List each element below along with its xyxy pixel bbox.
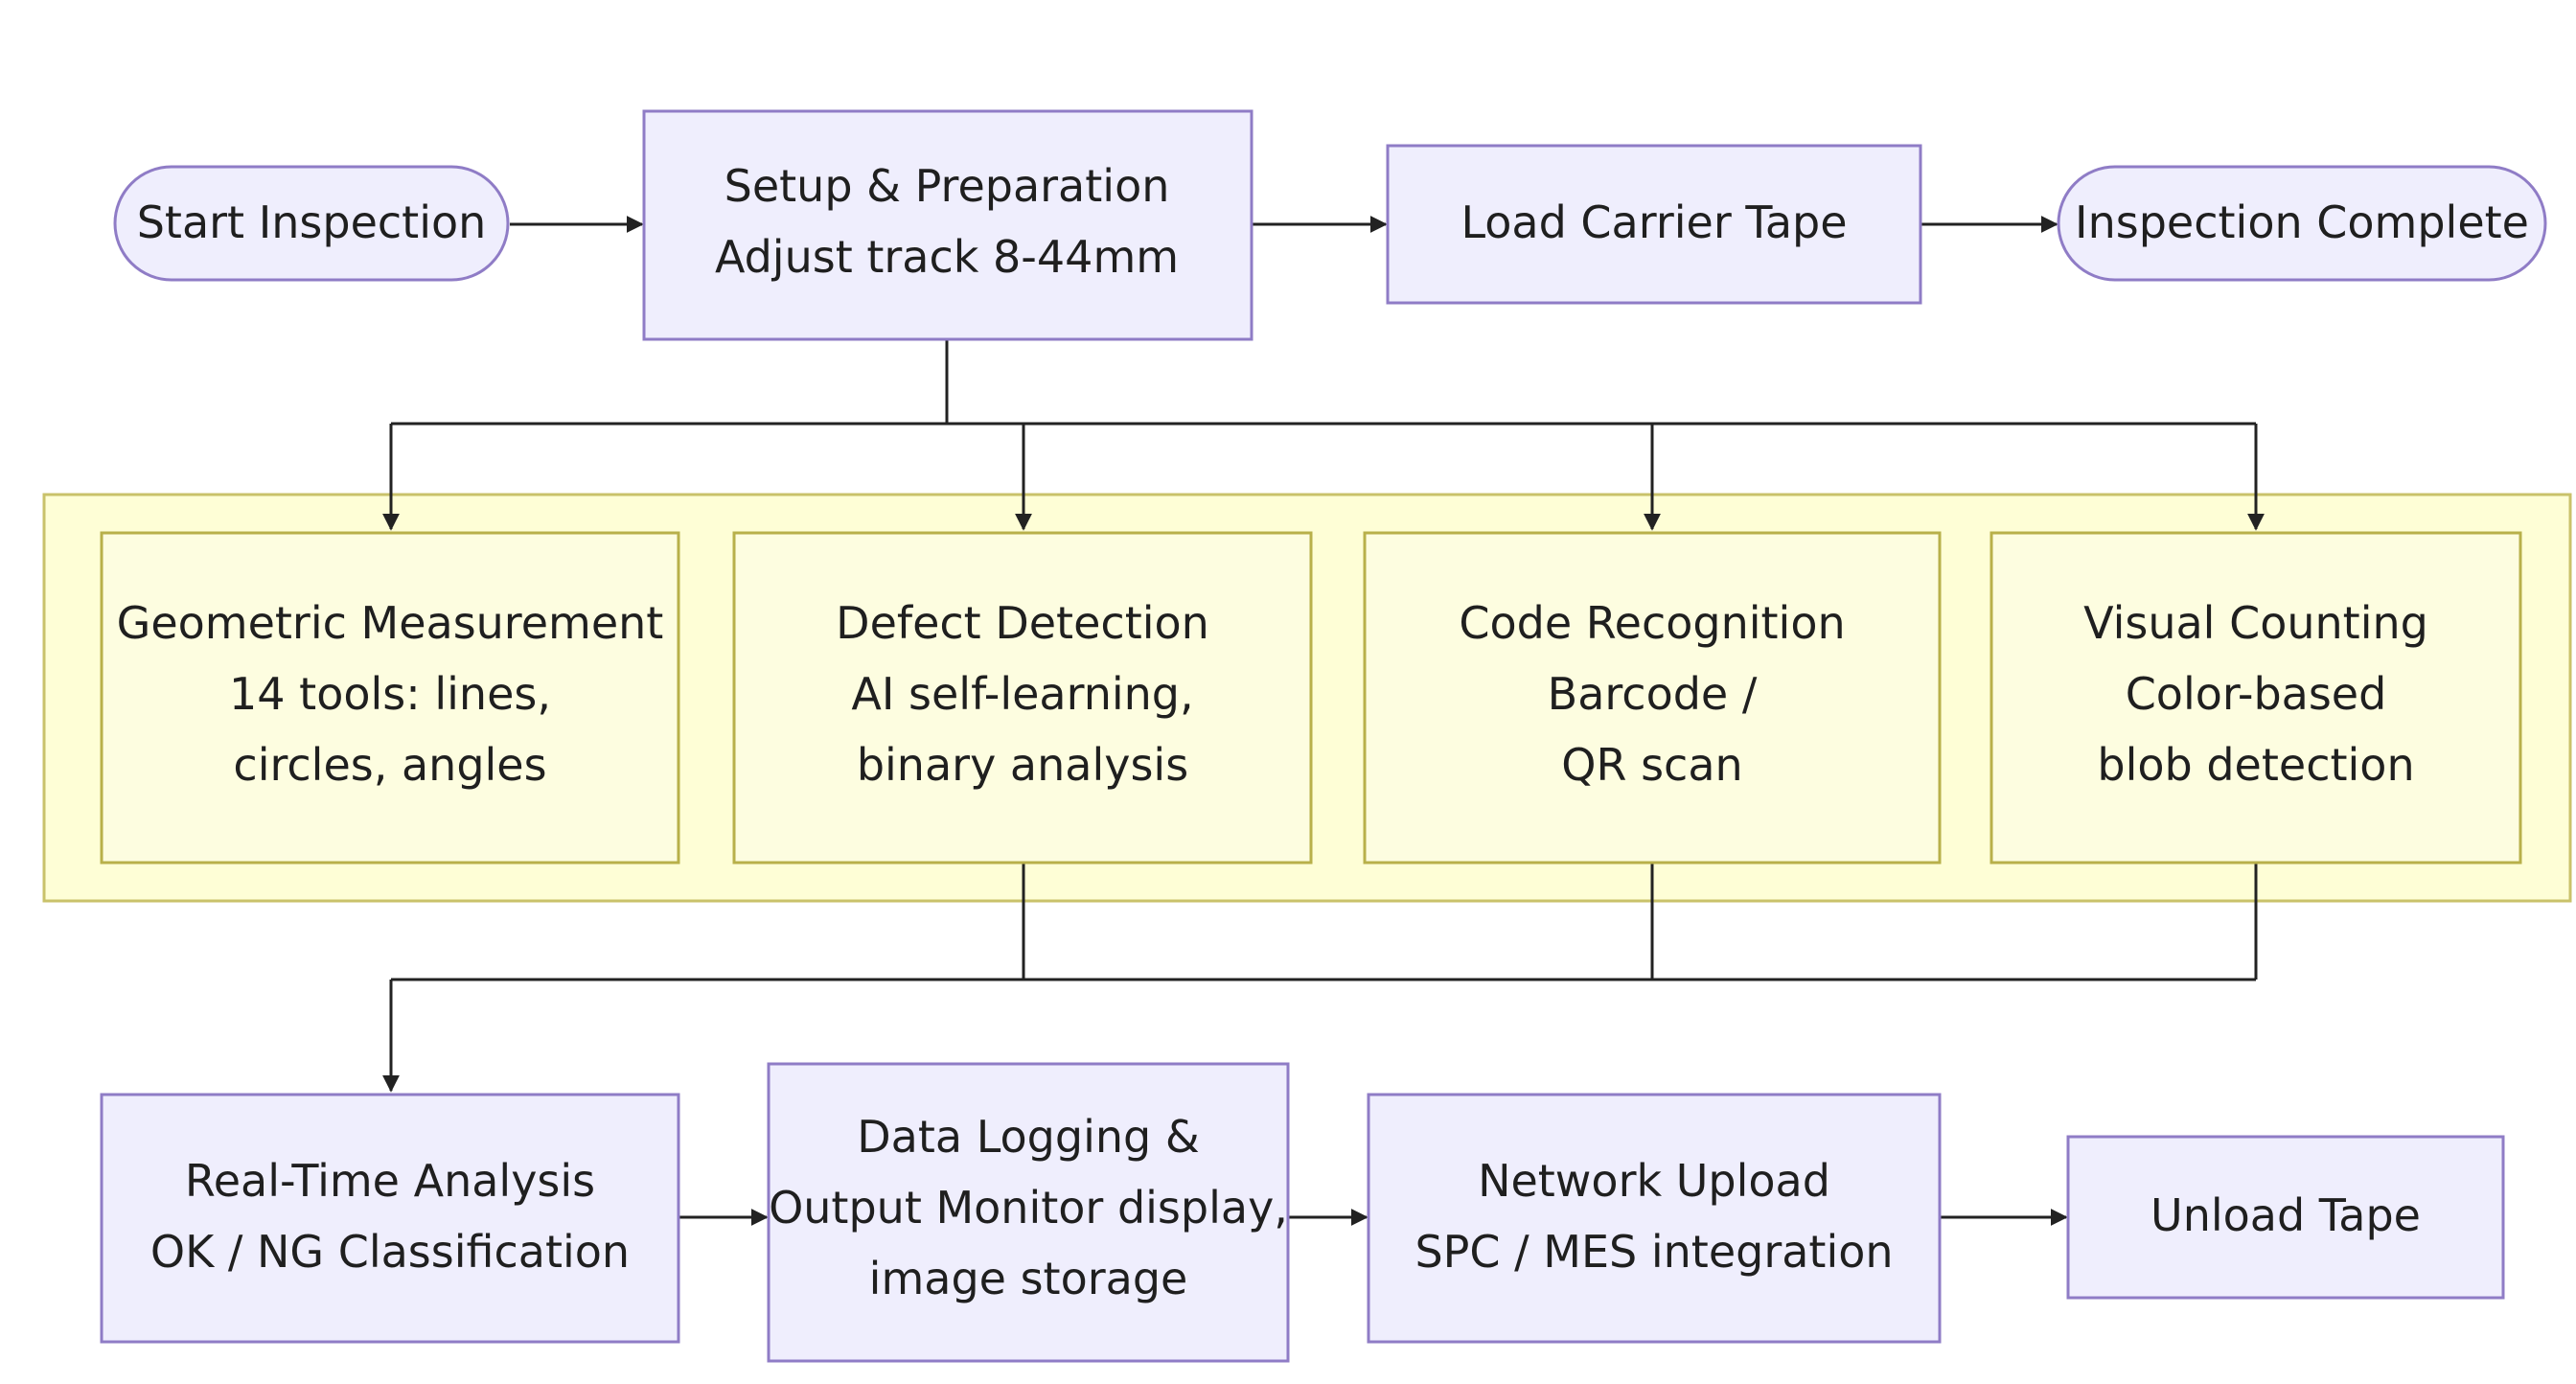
node-label: Setup & Preparation	[724, 160, 1170, 212]
node-label: Load Carrier Tape	[1460, 196, 1847, 248]
node-label: QR scan	[1561, 739, 1742, 791]
node-label: Start Inspection	[137, 196, 487, 248]
node-label: Color-based	[2126, 668, 2387, 720]
node-label: SPC / MES integration	[1414, 1226, 1893, 1278]
node-label: Output Monitor display,	[769, 1182, 1288, 1234]
node-load-carrier-tape: Load Carrier Tape	[1386, 144, 1922, 305]
node-label: Network Upload	[1478, 1155, 1830, 1207]
node-label: circles, angles	[233, 739, 546, 791]
node-unload-tape: Unload Tape	[2066, 1135, 2505, 1300]
node-data-logging-output: Data Logging & Output Monitor display, i…	[767, 1062, 1290, 1363]
node-label: Real-Time Analysis	[185, 1155, 595, 1207]
node-label: OK / NG Classification	[150, 1226, 630, 1278]
node-label: Defect Detection	[836, 597, 1209, 649]
node-label: 14 tools: lines,	[229, 668, 551, 720]
node-label: image storage	[869, 1253, 1188, 1304]
node-network-upload: Network Upload SPC / MES integration	[1367, 1093, 1942, 1344]
node-label: Geometric Measurement	[117, 597, 664, 649]
node-label: Inspection Complete	[2075, 196, 2529, 248]
node-setup-preparation: Setup & Preparation Adjust track 8-44mm	[642, 109, 1254, 341]
node-label: binary analysis	[857, 739, 1188, 791]
node-label: blob detection	[2097, 739, 2414, 791]
node-label: Barcode /	[1548, 668, 1758, 720]
node-label: Data Logging &	[857, 1111, 1199, 1163]
node-label: Visual Counting	[2083, 597, 2428, 649]
node-label: AI self-learning,	[851, 668, 1193, 720]
node-inspection-complete: Inspection Complete	[2057, 165, 2547, 282]
node-geometric-measurement: Geometric Measurement 14 tools: lines, c…	[100, 531, 680, 865]
node-visual-counting: Visual Counting Color-based blob detecti…	[1990, 531, 2522, 865]
node-label: Code Recognition	[1459, 597, 1845, 649]
node-code-recognition: Code Recognition Barcode / QR scan	[1363, 531, 1942, 865]
node-label: Unload Tape	[2150, 1189, 2421, 1241]
node-real-time-analysis: Real-Time Analysis OK / NG Classificatio…	[100, 1093, 680, 1344]
edges	[382, 216, 2265, 1226]
node-start-inspection: Start Inspection	[113, 165, 510, 282]
node-label: Adjust track 8-44mm	[715, 231, 1179, 283]
node-defect-detection: Defect Detection AI self-learning, binar…	[732, 531, 1313, 865]
